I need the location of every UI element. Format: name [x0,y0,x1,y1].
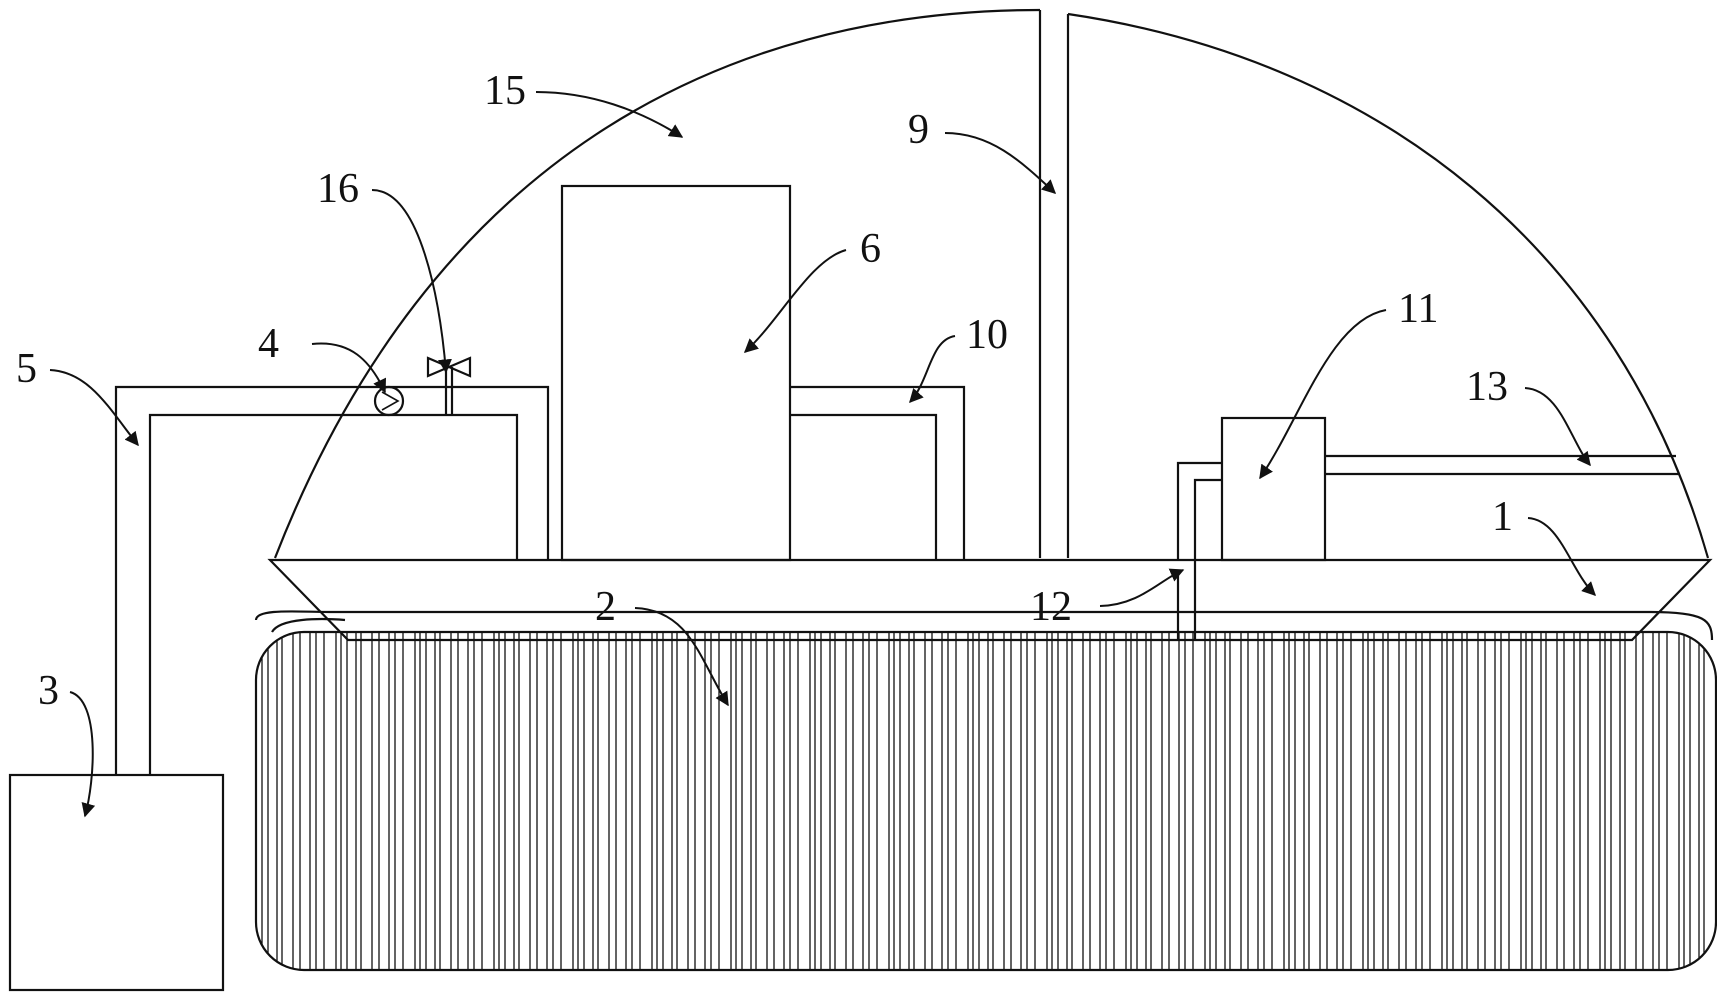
label-12: 12 [1030,584,1072,630]
leader-lines [49,91,1596,818]
label-4: 4 [258,321,279,367]
label-11: 11 [1398,286,1438,332]
label-2: 2 [595,584,616,630]
valve-16 [426,356,472,415]
tank-body [254,610,1717,972]
label-6: 6 [860,226,881,272]
vertical-partition [1038,10,1070,558]
label-10: 10 [966,312,1008,358]
pump-4 [373,385,405,417]
pipe-5 [114,385,550,775]
label-15: 15 [484,68,526,114]
label-9: 9 [908,107,929,153]
device-box-6 [560,184,792,562]
tank-ribs [261,632,1705,970]
device-box-11 [1220,416,1327,562]
label-5: 5 [16,346,37,392]
pipe-12 [1176,461,1222,560]
container-3 [8,773,225,992]
hopper-platform [267,558,1713,642]
dome-shell [273,8,1710,559]
label-13: 13 [1466,364,1508,410]
pipe-13 [1325,454,1680,476]
pipe-10 [790,385,966,560]
label-16: 16 [317,166,359,212]
label-3: 3 [38,668,59,714]
label-1: 1 [1492,494,1513,540]
